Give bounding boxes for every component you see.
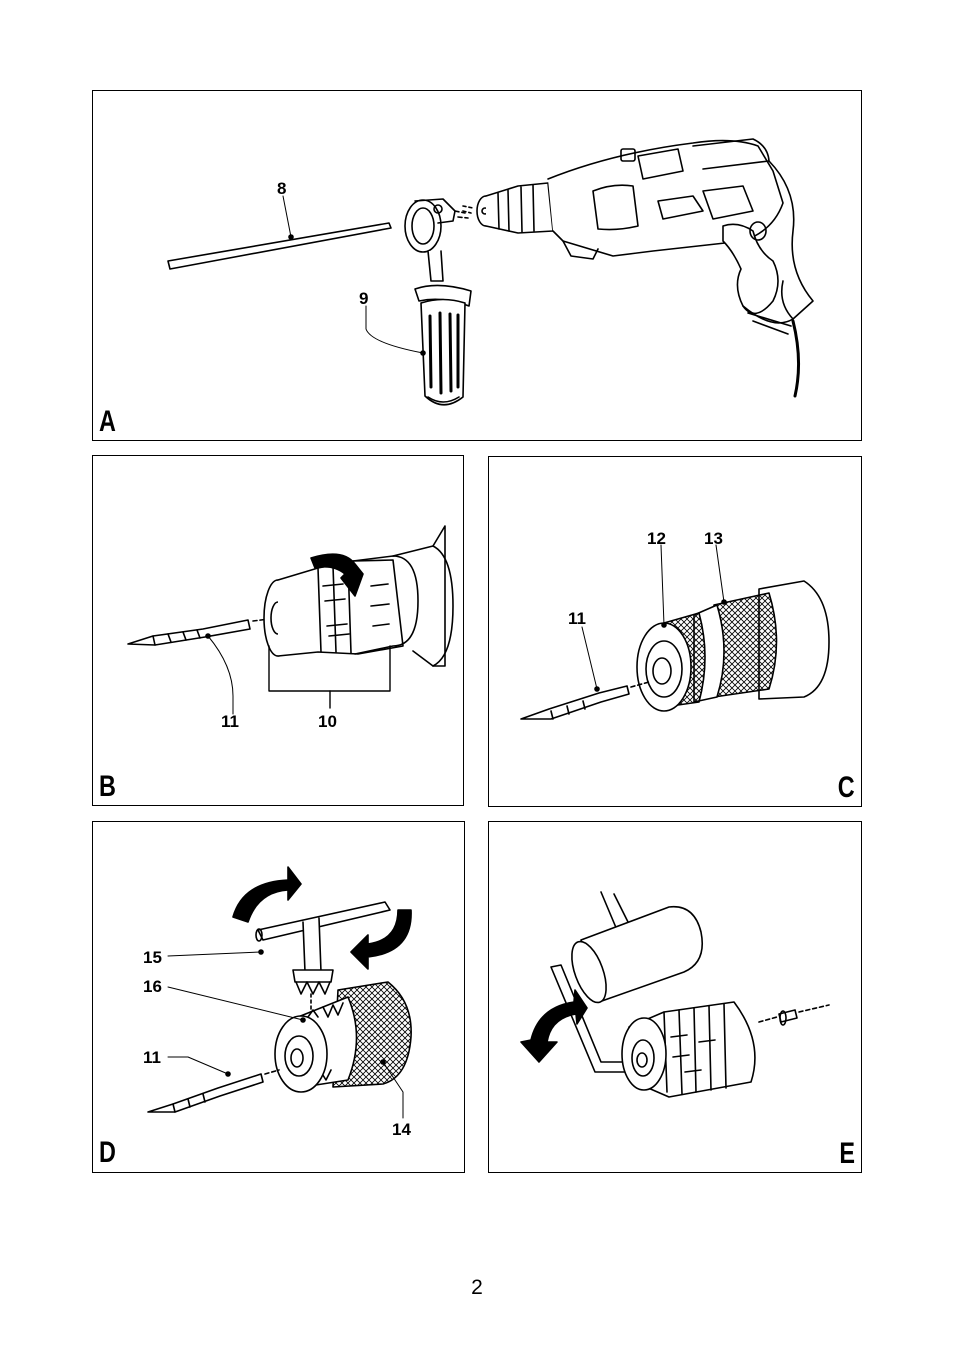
figure-letter-a: A [99,405,116,438]
callout-9: 9 [359,289,369,308]
figure-letter-d: D [99,1136,116,1169]
figure-letter-c: C [838,771,855,804]
chuck-removal-illustration [520,891,830,1098]
callout-8: 8 [277,179,287,198]
two-sleeve-chuck-illustration [520,544,830,720]
callout-11: 11 [568,609,586,628]
callout-11: 11 [143,1048,161,1067]
figure-e: E [488,821,862,1173]
callout-16: 16 [143,977,162,996]
figure-c: 12 13 11 C [488,456,862,807]
figure-b: 11 10 B [92,455,464,806]
page-number: 2 [471,1276,483,1299]
figure-a: 8 9 A [92,90,862,441]
key-chuck-illustration [147,866,412,1119]
callout-12: 12 [647,529,666,548]
figure-letter-b: B [99,770,116,803]
figure-letter-e: E [839,1137,855,1170]
drill-assembly-illustration [167,138,814,406]
callout-15: 15 [143,948,162,967]
keyless-chuck-illustration [127,525,454,715]
callout-11: 11 [221,712,239,731]
figure-d: 15 16 11 14 D [92,821,465,1173]
callout-10: 10 [318,712,337,731]
callout-14: 14 [392,1120,411,1139]
callout-13: 13 [704,529,723,548]
